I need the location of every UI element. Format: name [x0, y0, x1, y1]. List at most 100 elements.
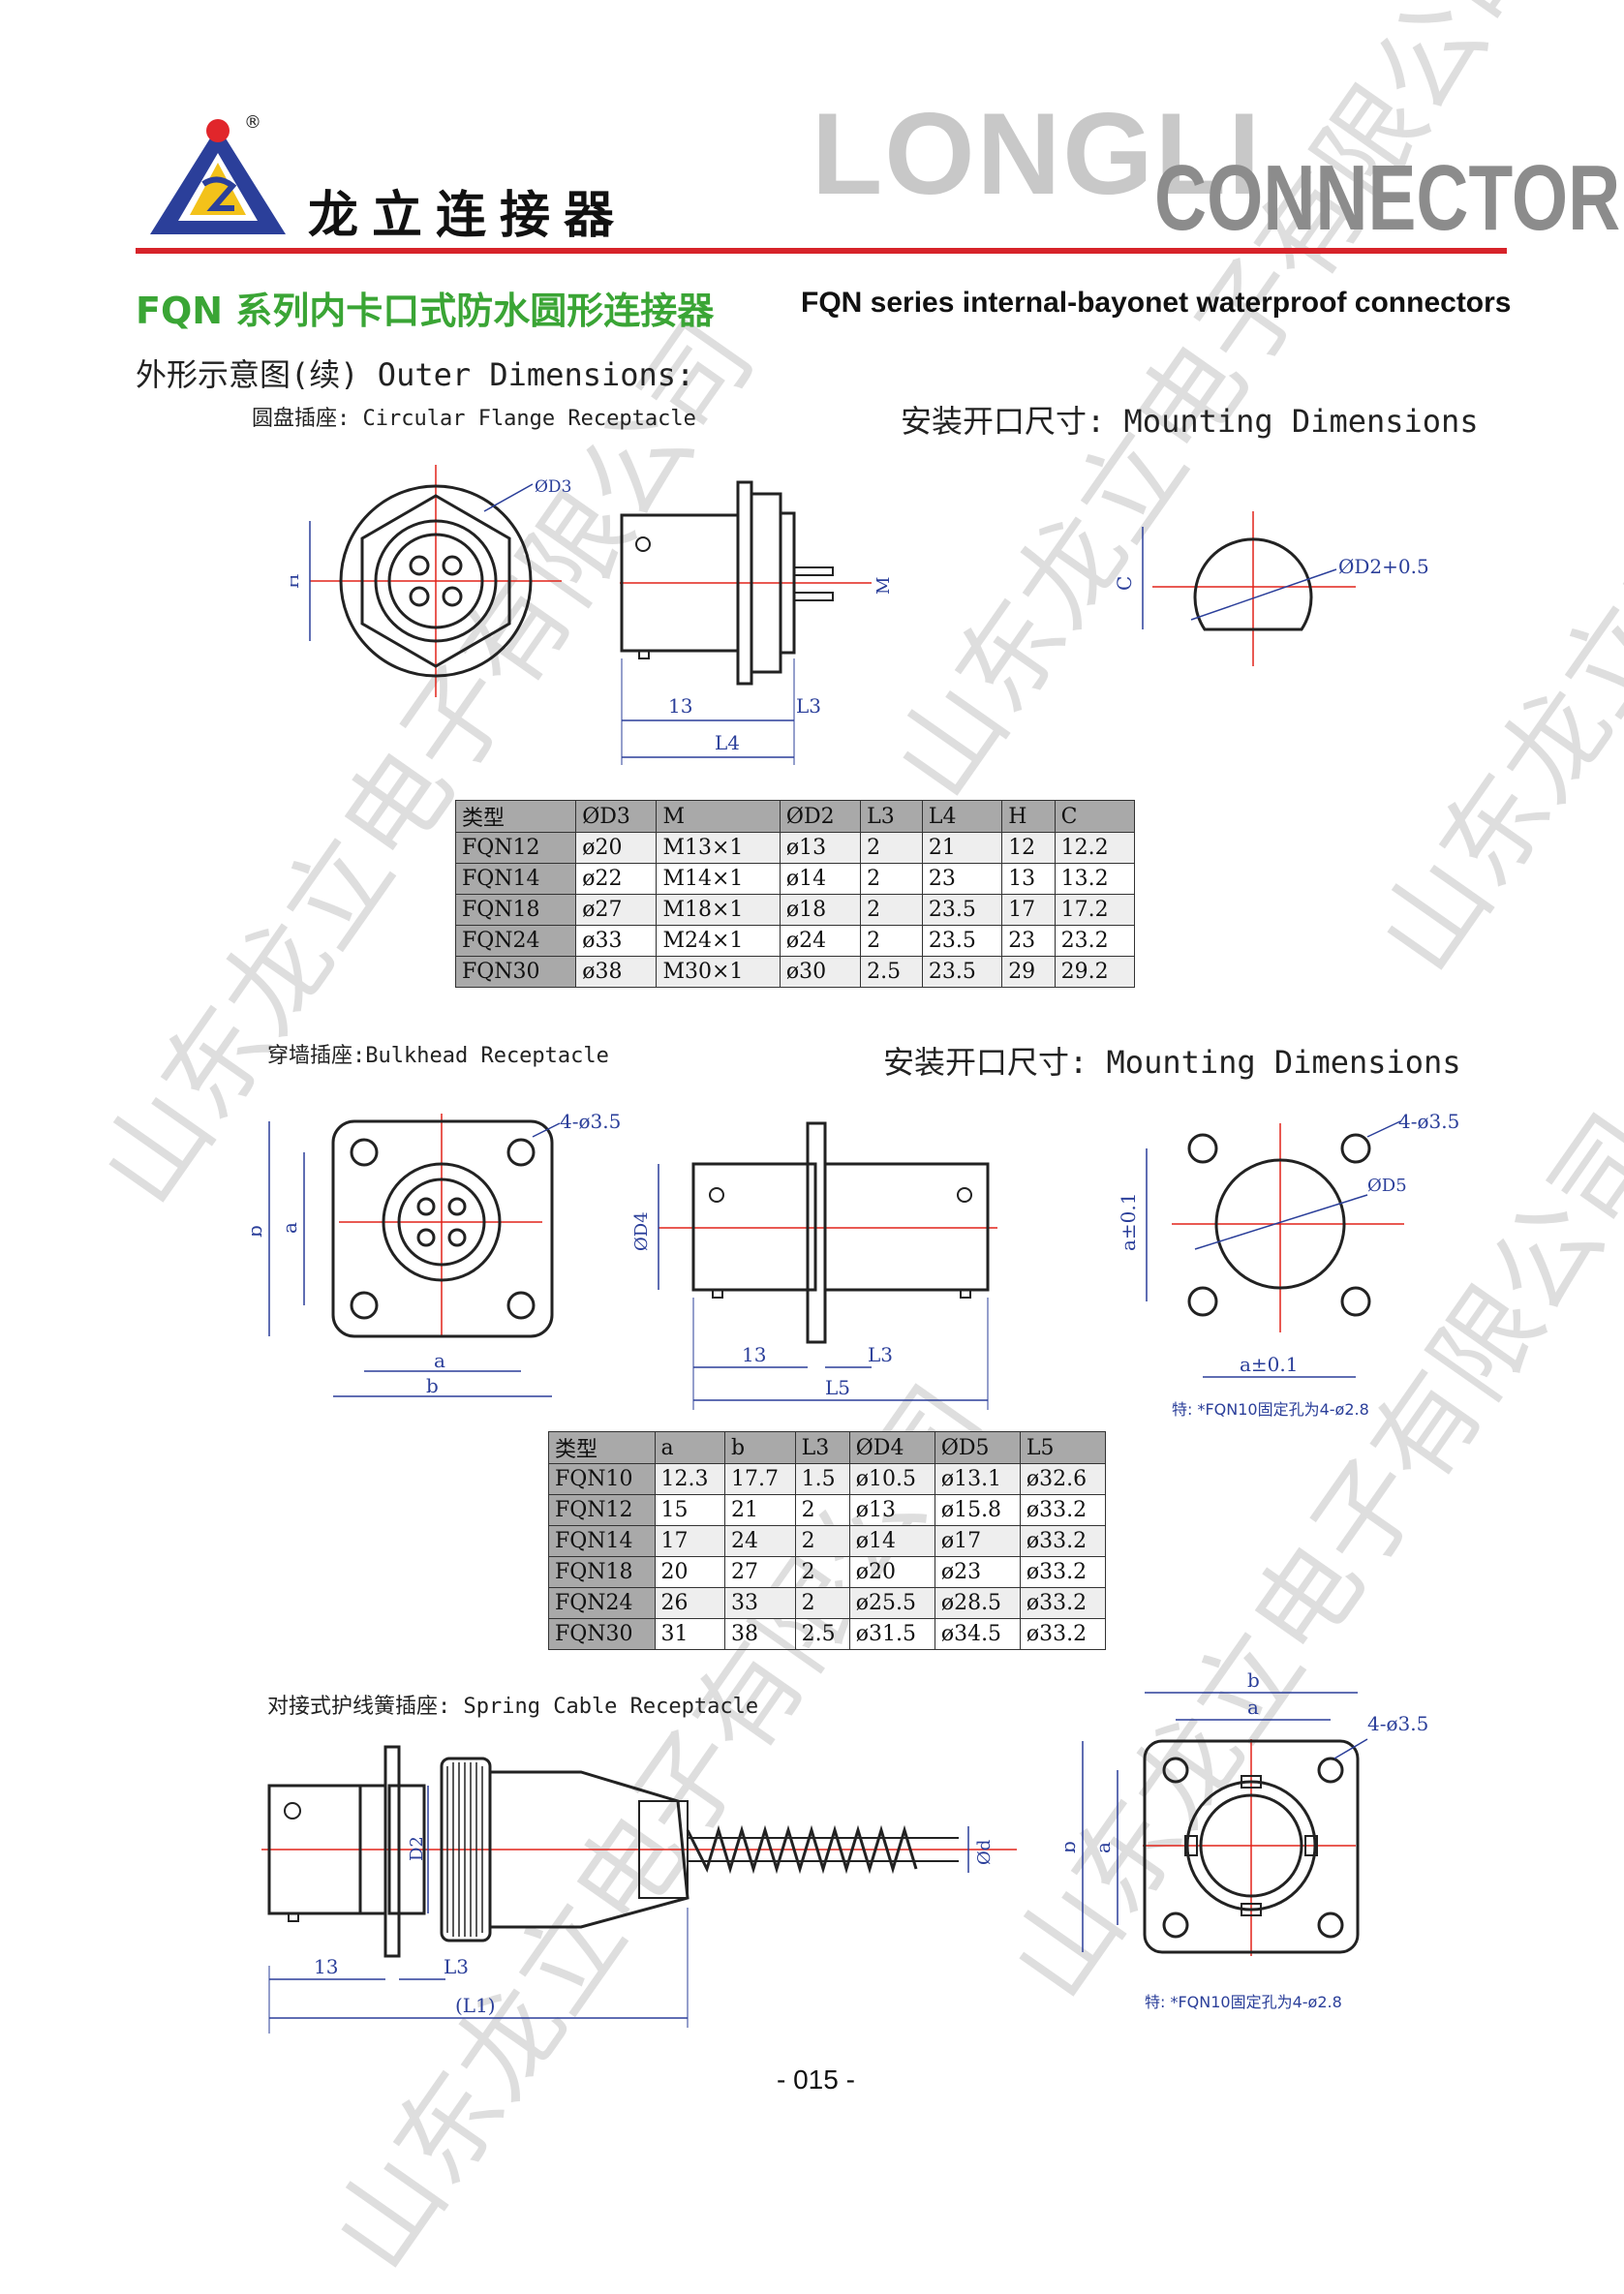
table-cell: 13: [1001, 863, 1056, 895]
table-cell: 29: [1001, 956, 1056, 988]
dim-d5-label: ØD5: [1367, 1176, 1407, 1196]
table-cell: 1.5: [794, 1463, 850, 1495]
table-cell: FQN24: [548, 1587, 656, 1619]
circular-flange-front-drawing: H ØD3: [291, 465, 571, 697]
table-row: FQN14 17 24 2 ø14 ø17 ø33.2: [548, 1525, 1107, 1557]
table-cell: ø20: [575, 832, 658, 864]
table-cell: 23.5: [921, 956, 1003, 988]
table-cell: FQN14: [454, 863, 577, 895]
spring-cable-label: 对接式护线簧插座: Spring Cable Receptacle: [267, 1695, 759, 1719]
dim-a-tol-label: a±0.1: [1240, 1353, 1299, 1376]
table-row: FQN24 ø33 M24×1 ø24 2 23.5 23 23.2: [454, 925, 1136, 957]
dim-13-label: 13: [668, 694, 692, 718]
dim-a-label: a: [1247, 1696, 1259, 1719]
brand-logo: [145, 107, 291, 242]
dim-c-label: C: [1114, 576, 1136, 591]
table-row: FQN12 15 21 2 ø13 ø15.8 ø33.2: [548, 1494, 1107, 1526]
table-cell: M24×1: [656, 925, 781, 957]
dim-d2-label: ØD2+0.5: [1338, 555, 1429, 578]
mounting-cutout-d-drawing: C ØD2+0.5: [1114, 511, 1429, 666]
table-cell: 23: [1001, 925, 1056, 957]
table-cell: 15: [654, 1494, 726, 1526]
circular-flange-label: 圆盘插座: Circular Flange Receptacle: [252, 407, 696, 431]
registered-mark: ®: [244, 112, 261, 133]
table-cell: 21: [724, 1494, 796, 1526]
table-header-cell: ØD3: [575, 800, 658, 833]
bulkhead-mounting-drawing: a±0.1 a±0.1 ØD5: [1117, 1120, 1407, 1378]
holes-label: 4-ø3.5: [1398, 1110, 1460, 1133]
dim-b-label: b: [426, 1374, 439, 1397]
table-cell: ø33.2: [1019, 1618, 1107, 1650]
table-header-cell: L3: [794, 1431, 850, 1464]
page-title-en: FQN series internal-bayonet waterproof c…: [801, 287, 1512, 319]
table-cell: 2: [794, 1587, 850, 1619]
table-cell: 27: [724, 1556, 796, 1588]
table-cell: ø34.5: [934, 1618, 1021, 1650]
table-cell: ø23: [934, 1556, 1021, 1588]
table-cell: ø33.2: [1019, 1587, 1107, 1619]
fqn10-note: 特: *FQN10固定孔为4-ø2.8: [1172, 1400, 1369, 1419]
table-cell: 2.5: [794, 1618, 850, 1650]
brand-name-longli: LONGLI: [812, 89, 1263, 219]
table-header-cell: ØD4: [848, 1431, 935, 1464]
table-row: FQN14 ø22 M14×1 ø14 2 23 13 13.2: [454, 863, 1136, 895]
mounting-label-1: 安装开口尺寸: Mounting Dimensions: [901, 403, 1479, 440]
table-cell: 23: [921, 863, 1003, 895]
table-cell: FQN24: [454, 925, 577, 957]
dim-od-label: Ød: [974, 1840, 995, 1865]
bulkhead-front-drawing: b a a b: [252, 1114, 561, 1397]
dim-a-label: a: [278, 1222, 301, 1234]
table-cell: 2: [794, 1494, 850, 1526]
dim-h-label: H: [291, 573, 303, 589]
table-cell: FQN30: [548, 1618, 656, 1650]
table-cell: 2.5: [860, 956, 923, 988]
table-cell: 12.3: [654, 1463, 726, 1495]
table-cell: FQN14: [548, 1525, 656, 1557]
table-header-cell: 类型: [454, 800, 577, 833]
spec-table-bulkhead: 类型 a b L3 ØD4 ØD5 L5 FQN10 12.3 17.7 1.5…: [548, 1431, 1107, 1650]
table-header-cell: L3: [860, 800, 923, 833]
dim-l3-label: L3: [868, 1343, 893, 1366]
page-number: - 015 -: [777, 2065, 855, 2095]
table-cell: FQN30: [454, 956, 577, 988]
table-header-cell: C: [1054, 800, 1136, 833]
table-cell: ø10.5: [848, 1463, 935, 1495]
table-cell: FQN18: [548, 1556, 656, 1588]
table-cell: FQN18: [454, 894, 577, 926]
dim-13-label: 13: [742, 1343, 766, 1366]
holes-label: 4-ø3.5: [1367, 1712, 1429, 1735]
table-cell: ø31.5: [848, 1618, 935, 1650]
table-header-cell: H: [1001, 800, 1056, 833]
fqn10-note: 特: *FQN10固定孔为4-ø2.8: [1145, 1993, 1342, 2011]
table-row: FQN24 26 33 2 ø25.5 ø28.5 ø33.2: [548, 1587, 1107, 1619]
table-cell: ø38: [575, 956, 658, 988]
table-cell: M18×1: [656, 894, 781, 926]
table-cell: 2: [860, 894, 923, 926]
table-cell: M14×1: [656, 863, 781, 895]
dim-b-label: b: [1065, 1841, 1080, 1853]
table-row: FQN18 20 27 2 ø20 ø23 ø33.2: [548, 1556, 1107, 1588]
table-header-cell: M: [656, 800, 781, 833]
brand-name-cn: 龙立连接器: [308, 187, 628, 245]
table-cell: 2: [794, 1525, 850, 1557]
brand-name-connector: CONNECTOR: [1154, 146, 1621, 250]
spring-cable-side-drawing: D2 Ød 13 L3 (L1): [261, 1745, 1017, 2034]
table-cell: 23.2: [1054, 925, 1136, 957]
table-cell: 2: [860, 832, 923, 864]
table-cell: ø15.8: [934, 1494, 1021, 1526]
table-cell: ø25.5: [848, 1587, 935, 1619]
table-cell: 12.2: [1054, 832, 1136, 864]
holes-label: 4-ø3.5: [560, 1110, 622, 1133]
spec-table-circular: 类型 ØD3 M ØD2 L3 L4 H C FQN12 ø20 M13×1 ø…: [454, 800, 1136, 988]
logo-triangle-icon: [150, 119, 286, 234]
table-cell: ø33: [575, 925, 658, 957]
table-cell: 29.2: [1054, 956, 1136, 988]
table-row: FQN10 12.3 17.7 1.5 ø10.5 ø13.1 ø32.6: [548, 1463, 1107, 1495]
table-cell: 17.2: [1054, 894, 1136, 926]
dim-l5-label: L5: [825, 1376, 850, 1399]
table-cell: ø22: [575, 863, 658, 895]
table-cell: ø24: [779, 925, 862, 957]
table-cell: ø30: [779, 956, 862, 988]
table-cell: 21: [921, 832, 1003, 864]
table-cell: 13.2: [1054, 863, 1136, 895]
